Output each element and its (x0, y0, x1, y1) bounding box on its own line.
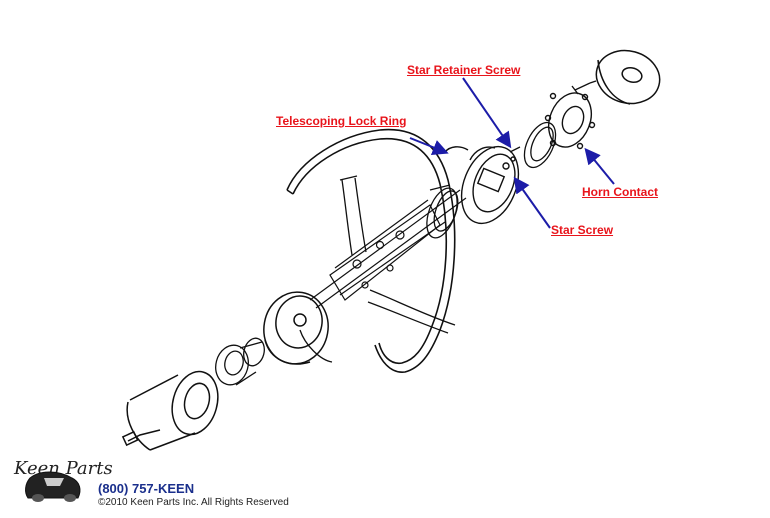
steering-wheel-spokes (299, 175, 456, 363)
screws (509, 80, 597, 153)
copyright-notice: ©2010 Keen Parts Inc. All Rights Reserve… (98, 497, 289, 508)
lower-bearing-assembly (215, 337, 265, 386)
telescoping-lock-ring-arrow (409, 137, 449, 155)
callout-star-retainer-screw[interactable]: Star Retainer Screw (407, 63, 521, 77)
callout-telescoping-lock-ring[interactable]: Telescoping Lock Ring (276, 114, 407, 128)
contact-ring (523, 121, 557, 169)
callout-horn-contact[interactable]: Horn Contact (582, 185, 658, 199)
star-retainer-screw-arrow (462, 77, 512, 149)
keen-parts-logo: Keen Parts (13, 458, 113, 502)
lower-hub-housing (263, 291, 329, 365)
column-tube (121, 370, 219, 451)
callout-star-screw[interactable]: Star Screw (551, 223, 614, 237)
hub-ring (426, 184, 459, 239)
callout-arrows (409, 77, 615, 229)
horn-contact-arrow (584, 147, 615, 185)
horn-cap (595, 49, 661, 105)
phone-number: (800) 757-KEEN (98, 481, 195, 496)
steering-wheel-rim (286, 128, 456, 373)
star-screw-arrow (513, 176, 551, 229)
horn-contact-star (544, 92, 596, 150)
telescoping-lock-ring-part (444, 145, 520, 225)
column-hub-plate (309, 189, 467, 309)
